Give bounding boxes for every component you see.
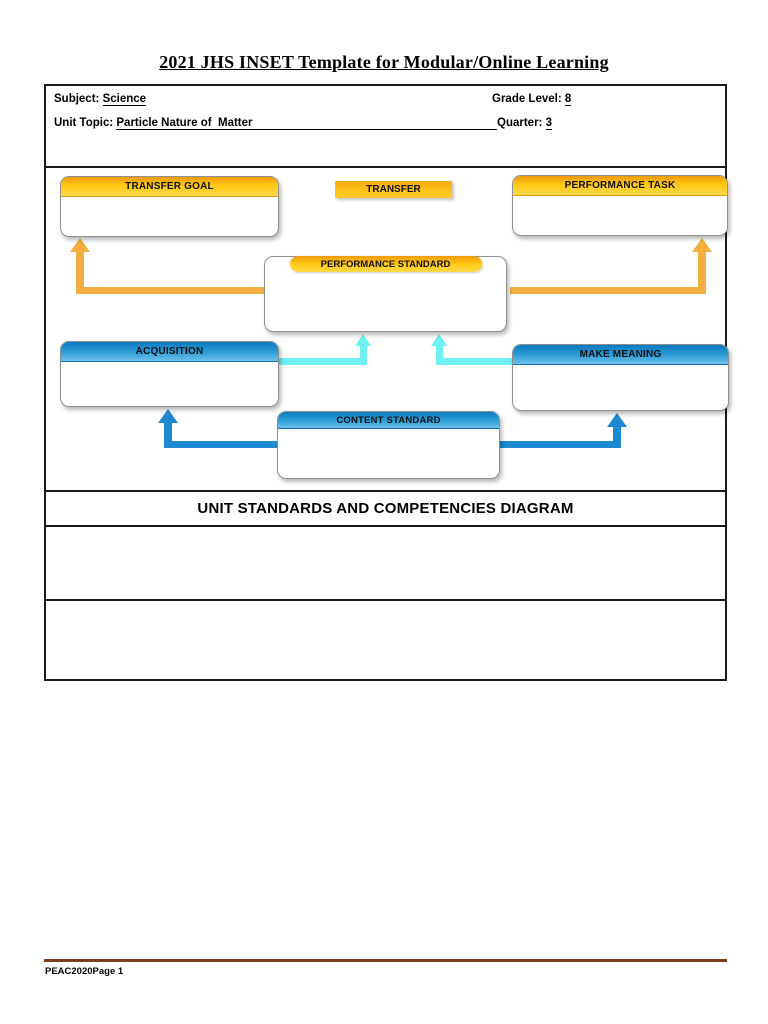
- arrow-segment: [164, 422, 172, 448]
- quarter-line: Quarter: 3: [497, 117, 552, 130]
- transfer-goal-body[interactable]: [61, 197, 278, 237]
- content-standard-box: CONTENT STANDARD: [277, 411, 500, 479]
- footer-page-label: PEAC2020Page 1: [45, 966, 124, 977]
- section-heading-row: UNIT STANDARDS AND COMPETENCIES DIAGRAM: [46, 490, 725, 525]
- performance-task-box: PERFORMANCE TASK: [512, 175, 728, 236]
- arrow-segment: [698, 251, 706, 294]
- arrow-head-up-performance-standard-right: [431, 334, 447, 346]
- arrow-segment: [500, 441, 621, 448]
- quarter-label: Quarter:: [497, 117, 546, 129]
- acquisition-header: ACQUISITION: [61, 342, 278, 362]
- quarter-value[interactable]: 3: [545, 117, 552, 130]
- make-meaning-box: MAKE MEANING: [512, 344, 729, 411]
- arrow-segment: [76, 251, 84, 294]
- content-standard-body[interactable]: [278, 429, 499, 478]
- diagram-row: TRANSFER: [46, 166, 729, 490]
- arrow-segment: [279, 358, 367, 365]
- transfer-banner: TRANSFER: [335, 181, 452, 198]
- grade-label: Grade Level:: [492, 93, 565, 105]
- blank-row-2[interactable]: [46, 599, 725, 679]
- acquisition-body[interactable]: [61, 362, 278, 406]
- arrow-segment: [360, 344, 367, 365]
- unit-topic-blank-line[interactable]: [252, 117, 497, 130]
- arrow-head-up-performance-standard-left: [355, 334, 371, 346]
- arrow-head-up-performance-task: [692, 238, 712, 252]
- arrow-segment: [436, 358, 512, 365]
- subject-value[interactable]: Science: [102, 93, 147, 106]
- performance-task-header: PERFORMANCE TASK: [513, 176, 727, 196]
- subject-line: Subject: Science: [54, 93, 147, 106]
- arrow-head-up-transfer-goal: [70, 238, 90, 252]
- arrow-head-up-acquisition: [158, 409, 178, 423]
- template-table: Subject: Science Grade Level: 8 Unit Top…: [44, 84, 729, 681]
- arrow-head-up-make-meaning: [607, 413, 627, 427]
- make-meaning-body[interactable]: [513, 365, 728, 410]
- unit-topic-label: Unit Topic:: [54, 117, 117, 129]
- performance-standard-header: PERFORMANCE STANDARD: [289, 256, 482, 272]
- blank-row-1[interactable]: [46, 525, 725, 599]
- footer-rule: [44, 959, 727, 962]
- acquisition-box: ACQUISITION: [60, 341, 279, 407]
- grade-line: Grade Level: 8: [492, 93, 572, 106]
- transfer-goal-header: TRANSFER GOAL: [61, 177, 278, 197]
- subject-label: Subject:: [54, 93, 103, 105]
- content-standard-header: CONTENT STANDARD: [278, 412, 499, 429]
- arrow-segment: [436, 344, 443, 365]
- performance-task-body[interactable]: [513, 196, 727, 236]
- page-title: 2021 JHS INSET Template for Modular/Onli…: [159, 52, 609, 72]
- arrow-segment: [510, 287, 706, 294]
- unit-topic-line: Unit Topic: Particle Nature of Matter: [54, 117, 497, 130]
- performance-standard-box: PERFORMANCE STANDARD: [264, 256, 507, 332]
- arrow-segment: [76, 287, 264, 294]
- arrow-segment: [168, 441, 277, 448]
- info-row: Subject: Science Grade Level: 8 Unit Top…: [46, 86, 725, 166]
- make-meaning-header: MAKE MEANING: [513, 345, 728, 365]
- arrow-segment: [613, 426, 621, 448]
- section-heading: UNIT STANDARDS AND COMPETENCIES DIAGRAM: [197, 500, 574, 517]
- transfer-goal-box: TRANSFER GOAL: [60, 176, 279, 237]
- grade-value[interactable]: 8: [564, 93, 572, 106]
- unit-topic-value[interactable]: Particle Nature of Matter: [116, 117, 253, 130]
